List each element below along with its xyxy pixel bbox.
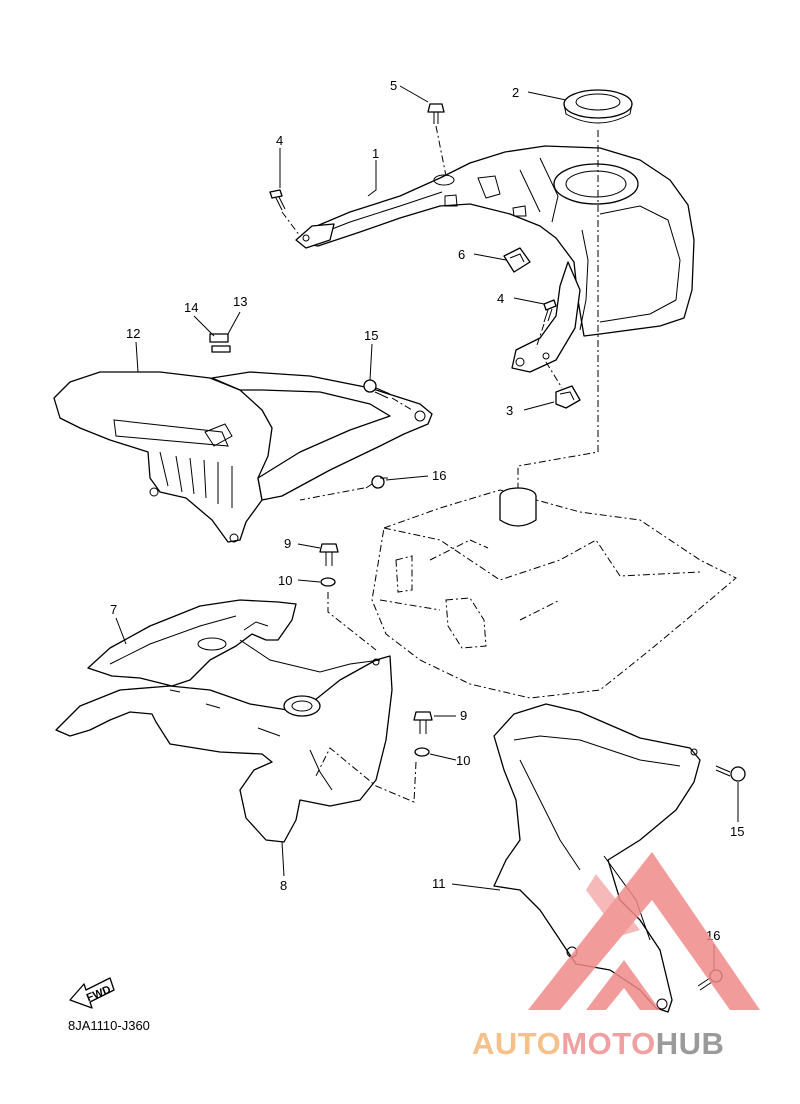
- leader-screw-15-upper: [391, 397, 413, 411]
- callout-4-upper: 4: [276, 133, 283, 148]
- part-13-14-labels: [209, 333, 231, 353]
- callout-6: 6: [458, 247, 465, 262]
- watermark-logo: [528, 852, 760, 1010]
- callout-12: 12: [126, 326, 140, 341]
- screw-9-left: [319, 543, 339, 566]
- callout-11: 11: [432, 876, 446, 891]
- callout-13: 13: [233, 294, 247, 309]
- screw-9-right: [413, 711, 433, 734]
- washer-10-left: [320, 577, 336, 587]
- leader-screw-4-upper: [281, 211, 301, 237]
- fwd-arrow-icon: FWD: [69, 977, 115, 1009]
- drawing-code: 8JA1110-J360: [68, 1018, 150, 1033]
- part-3-clip: [555, 385, 581, 409]
- callout-16-upper: 16: [432, 468, 446, 483]
- callout-10-left: 10: [278, 573, 292, 588]
- callout-leaders: [115, 85, 739, 970]
- callout-15-lower: 15: [730, 824, 744, 839]
- screw-15-lower: [715, 765, 746, 782]
- callout-2: 2: [512, 85, 519, 100]
- part-6-clip: [503, 247, 531, 273]
- callout-14: 14: [184, 300, 198, 315]
- fuel-tank-reference: [371, 130, 737, 699]
- watermark-auto: AUTO: [472, 1026, 561, 1061]
- washer-10-right: [414, 747, 430, 757]
- leader-screw-16-upper: [299, 487, 365, 501]
- leader-left-fastener: [327, 592, 377, 651]
- callout-7: 7: [110, 602, 117, 617]
- callout-1: 1: [372, 146, 379, 161]
- callout-9-left: 9: [284, 536, 291, 551]
- fwd-label: FWD: [85, 984, 113, 1005]
- leader-screw-5: [435, 125, 447, 177]
- part-1-tank-cover: [295, 145, 695, 373]
- callout-3: 3: [506, 403, 513, 418]
- part-7-side-panel: [87, 599, 297, 687]
- callout-8: 8: [280, 878, 287, 893]
- screw-4-lower: [543, 299, 557, 323]
- callout-5: 5: [390, 78, 397, 93]
- leader-screw-4-lower: [535, 323, 545, 349]
- watermark-text: AUTOMOTOHUB: [472, 1026, 724, 1061]
- leader-part-3: [545, 361, 563, 389]
- callout-10-right: 10: [456, 753, 470, 768]
- screw-5: [427, 103, 445, 124]
- watermark-triangle-outer: [528, 852, 760, 1010]
- part-11-inner-panel: [493, 703, 701, 1013]
- callout-15-upper: 15: [364, 328, 378, 343]
- part-8-lower-panel: [55, 639, 393, 843]
- watermark-moto: MOTO: [561, 1026, 655, 1061]
- screw-4-upper: [269, 189, 286, 211]
- leader-right-fastener: [315, 747, 417, 803]
- watermark-hub: HUB: [656, 1026, 725, 1061]
- watermark-triangle-inner: [586, 960, 660, 1010]
- callout-9-right: 9: [460, 708, 467, 723]
- part-12-side-cover: [53, 371, 433, 543]
- callout-4-lower: 4: [497, 291, 504, 306]
- screw-16-upper: [365, 475, 388, 489]
- part-2-grommet: [563, 89, 633, 124]
